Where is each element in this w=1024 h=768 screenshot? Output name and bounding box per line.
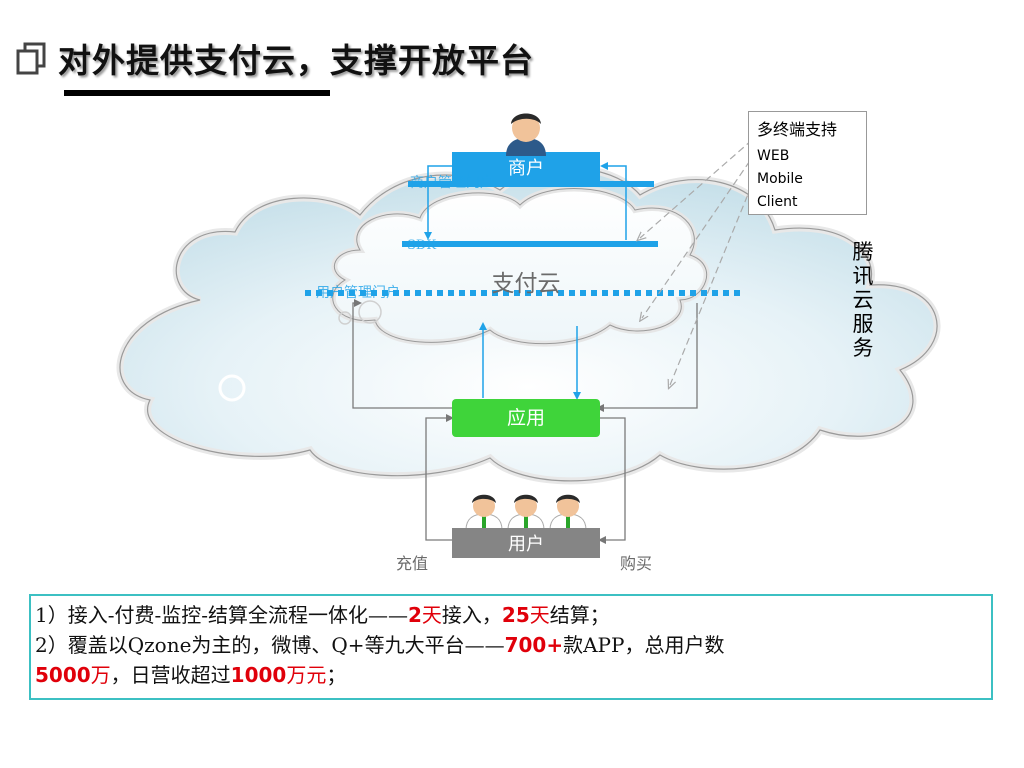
- title-row: 对外提供支付云，支撑开放平台: [14, 36, 534, 80]
- merchant-person-icon: [506, 113, 546, 156]
- sdk-bar: [402, 241, 658, 247]
- sdk-label: SDK: [407, 238, 436, 253]
- slides-icon: [16, 42, 46, 75]
- tencent-cloud-service-label: 腾讯云服务: [852, 240, 874, 360]
- merchant-box[interactable]: [452, 152, 600, 182]
- summary-line-3: 5000万，日营收超过1000万元；: [35, 663, 347, 687]
- pay-cloud-shape: [329, 185, 710, 347]
- terminal-item-web: WEB: [757, 148, 790, 164]
- page-title: 对外提供支付云，支撑开放平台: [58, 41, 534, 80]
- terminal-pointers: [640, 139, 761, 385]
- gray-connectors: [352, 299, 698, 544]
- summary-box: 1）接入-付费-监控-结算全流程一体化——2天接入，25天结算； 2）覆盖以Qz…: [29, 594, 993, 700]
- merchant-label: 商户: [508, 158, 544, 179]
- merchant-portal-bar: [408, 181, 654, 187]
- user-label: 用户: [508, 534, 544, 555]
- pay-cloud-label: 支付云: [492, 271, 561, 297]
- app-box[interactable]: [452, 399, 600, 437]
- terminal-support-heading: 多终端支持: [757, 120, 838, 139]
- purchase-label: 购买: [620, 554, 652, 573]
- terminal-item-mobile: Mobile: [757, 171, 803, 187]
- blue-connectors: [424, 162, 627, 400]
- terminal-support-callout: 多终端支持 WEB Mobile Client: [748, 111, 867, 215]
- summary-line-2: 2）覆盖以Qzone为主的，微博、Q+等九大平台——700+款APP，总用户数: [35, 633, 725, 657]
- recharge-label: 充值: [396, 554, 428, 573]
- summary-line-1: 1）接入-付费-监控-结算全流程一体化——2天接入，25天结算；: [35, 603, 610, 627]
- app-label: 应用: [507, 407, 545, 429]
- user-box[interactable]: [452, 528, 600, 558]
- merchant-portal-label: 商户管理门户: [410, 174, 494, 191]
- title-underline: [64, 90, 330, 96]
- users-group-icon: [465, 494, 587, 531]
- payment-cloud-diagram: 商户 应用 用户 商户管理门户 SDK 用户管理门户: [116, 113, 941, 573]
- user-portal-label: 用户管理门户: [316, 284, 400, 301]
- terminal-item-client: Client: [757, 194, 798, 210]
